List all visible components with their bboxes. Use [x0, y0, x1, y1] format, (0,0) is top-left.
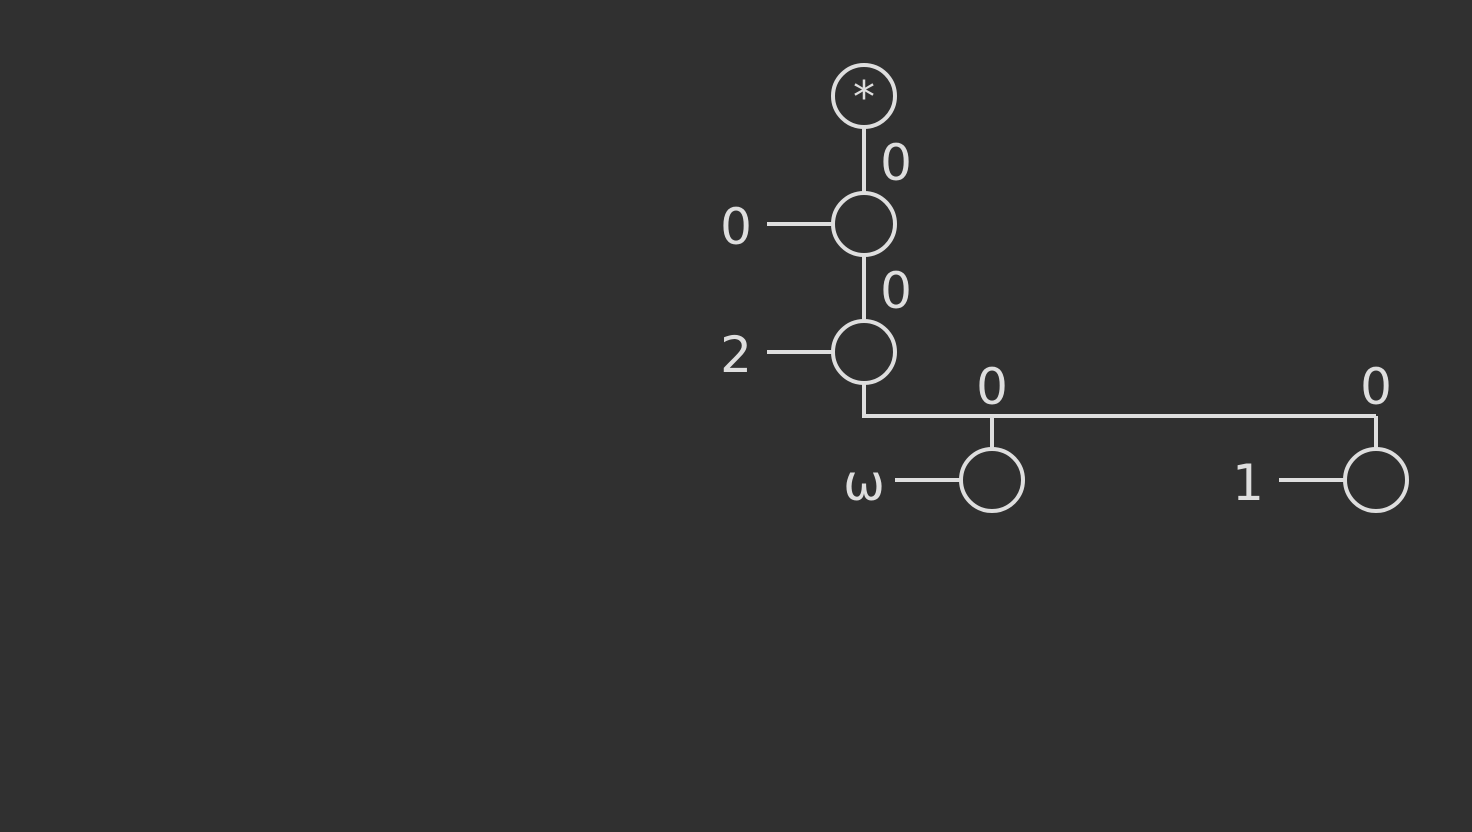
edge-label-n2: 0 — [880, 262, 912, 320]
side-label-n4: 1 — [1232, 454, 1264, 512]
edge-n2-branch — [862, 384, 1376, 418]
side-label-n2: 2 — [720, 326, 752, 384]
nodes — [831, 63, 1409, 513]
side-label-n3: ω — [843, 454, 885, 512]
node-n2 — [831, 319, 897, 385]
edges — [862, 127, 1378, 448]
node-n1 — [831, 191, 897, 257]
node-n3 — [959, 447, 1025, 513]
edge-label-n4: 0 — [1360, 358, 1392, 416]
edge-label-n1: 0 — [880, 134, 912, 192]
edge-label-n3: 0 — [976, 358, 1008, 416]
root-symbol: * — [853, 72, 875, 123]
side-label-n1: 0 — [720, 198, 752, 256]
root-node — [831, 63, 897, 129]
side-leaders — [767, 222, 1344, 482]
node-n4 — [1343, 447, 1409, 513]
labels: * 0 0 0 2 0 ω 0 1 — [720, 72, 1392, 512]
